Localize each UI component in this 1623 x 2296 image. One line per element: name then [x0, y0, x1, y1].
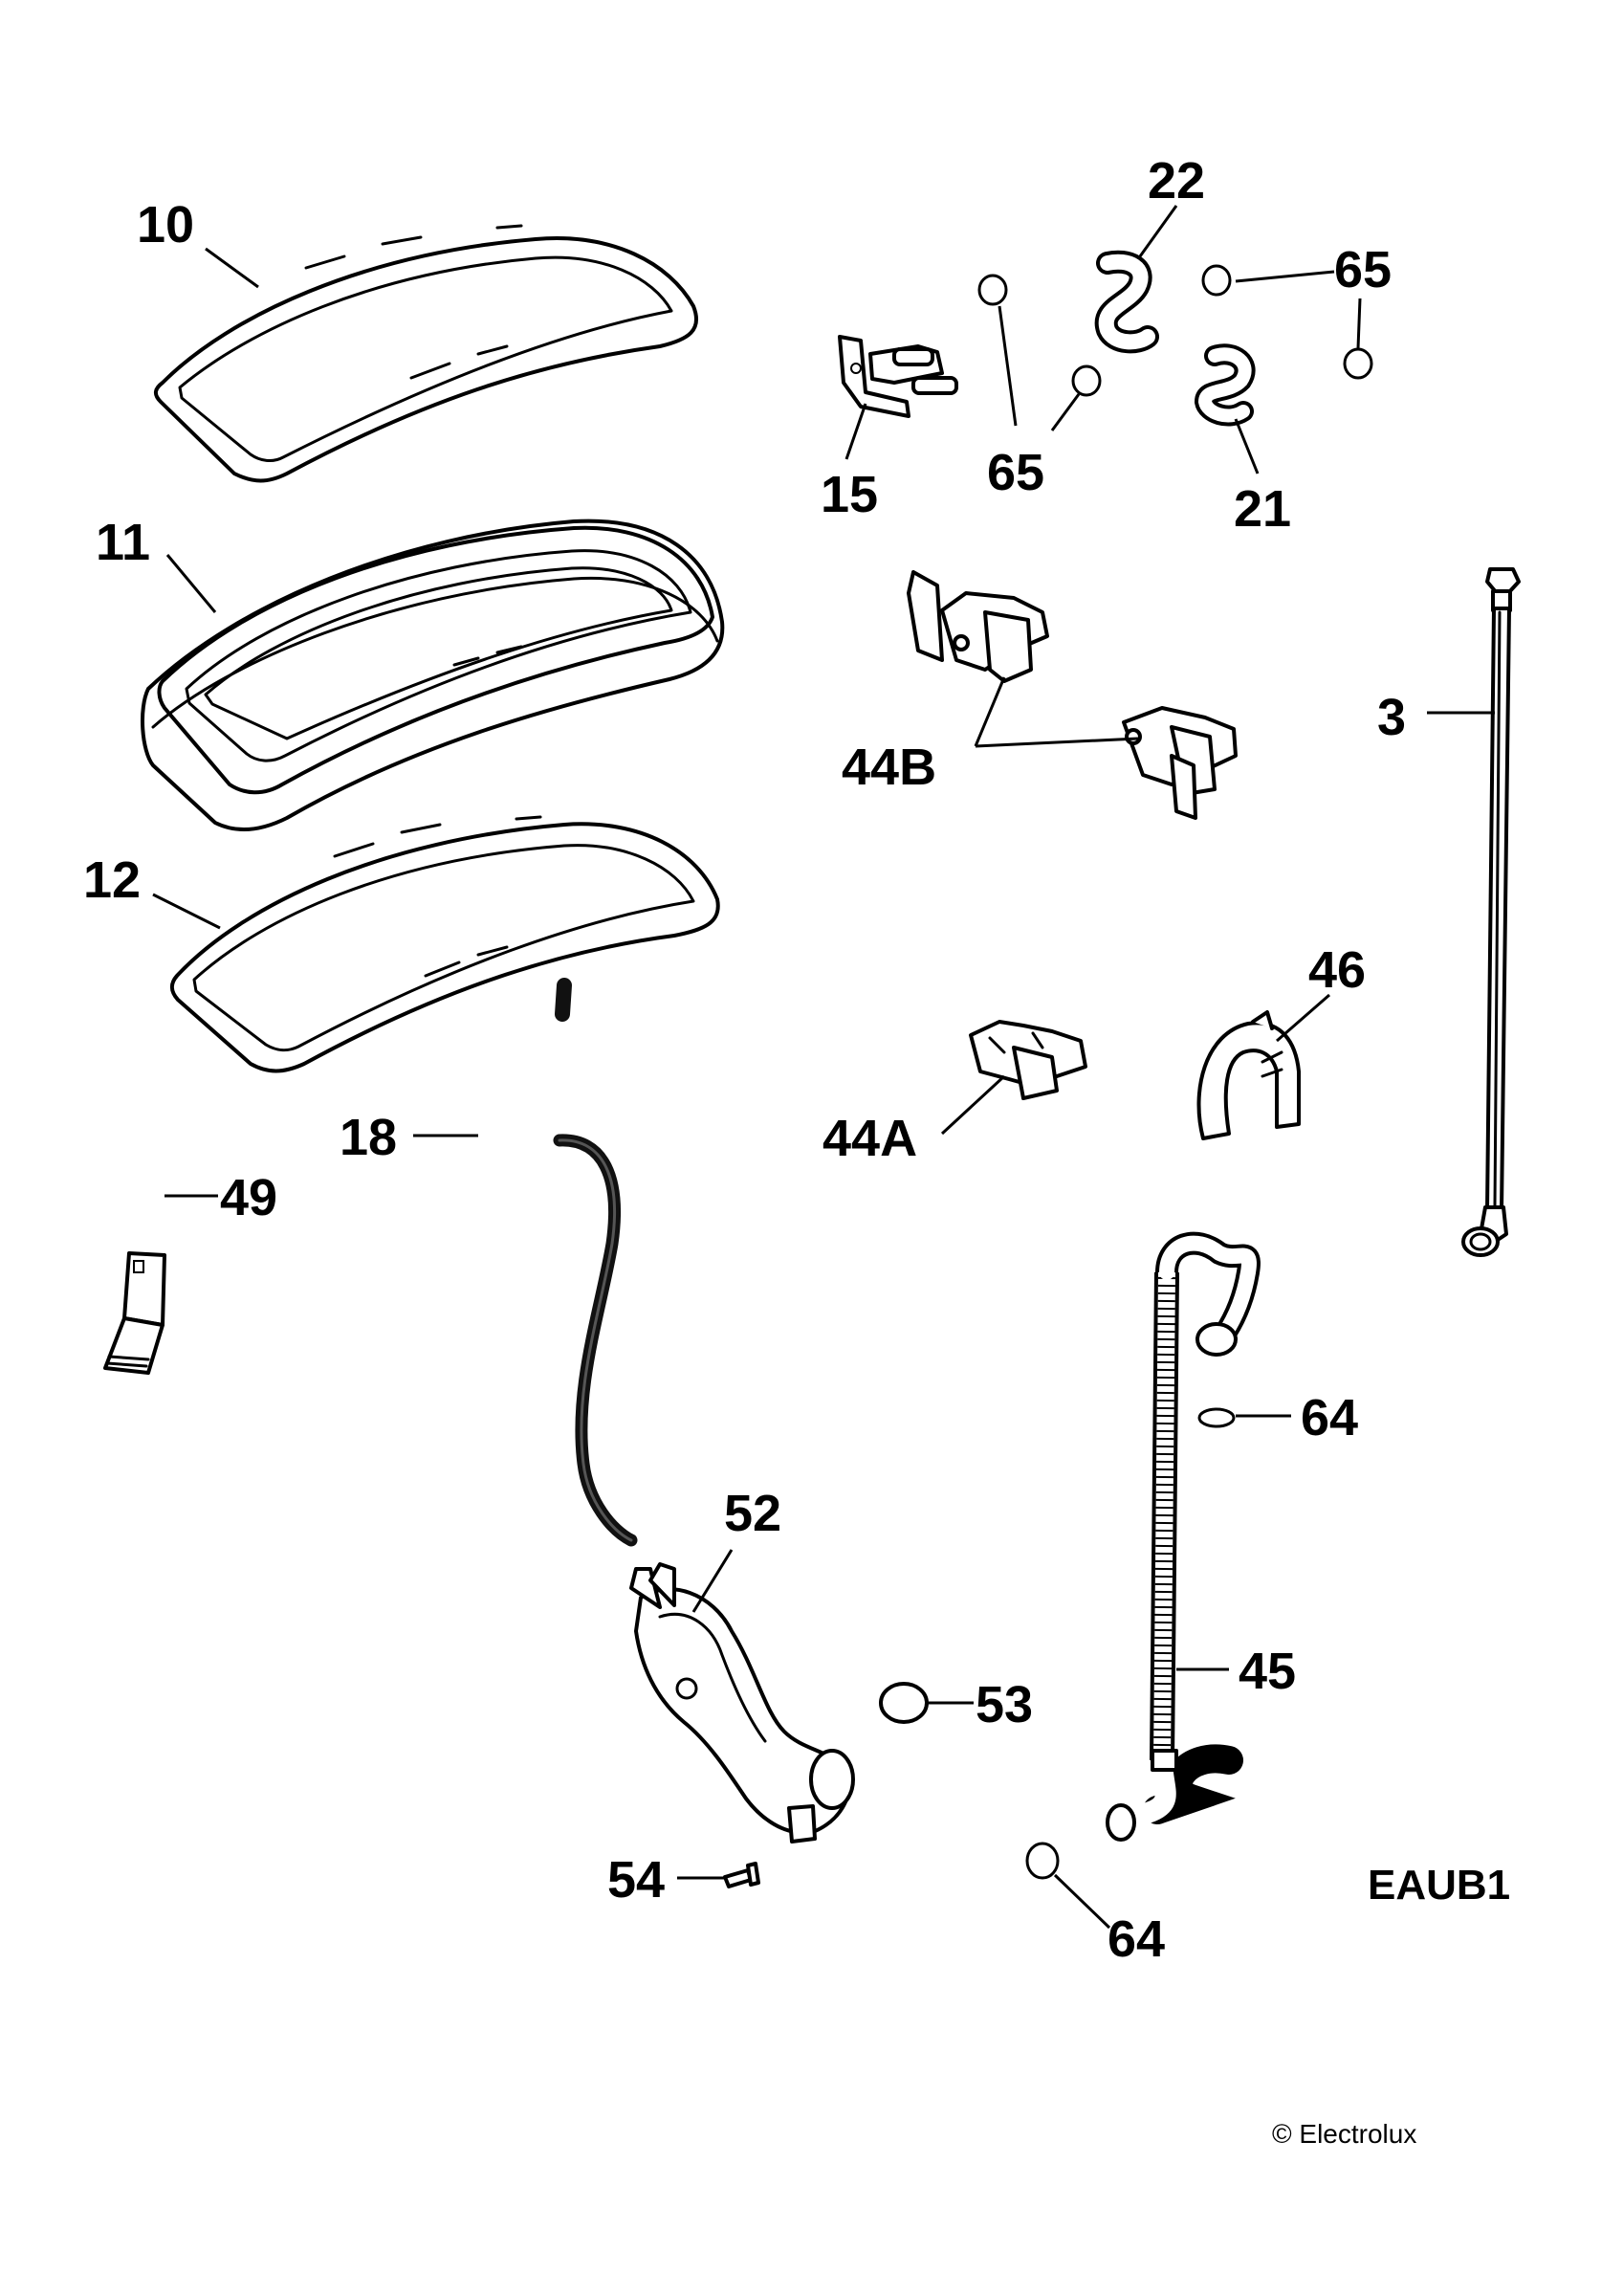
callout-44A: 44A [822, 1110, 917, 1167]
leader-44B-b [975, 737, 1139, 748]
part-11-door-frame[interactable] [140, 519, 725, 831]
part-52-filter-housing[interactable] [629, 1562, 855, 1843]
part-21-elbow-hose[interactable] [1194, 343, 1256, 427]
part-12-gasket[interactable] [169, 815, 720, 1073]
part-3-rod[interactable] [1461, 567, 1521, 1257]
part-22-elbow-hose[interactable] [1094, 250, 1159, 354]
callout-53: 53 [976, 1676, 1033, 1733]
part-15-valve[interactable] [838, 335, 958, 418]
callout-15: 15 [821, 466, 878, 523]
part-64-clamp-upper[interactable] [1197, 1407, 1236, 1428]
leader-12 [152, 893, 221, 930]
leader-44B-a [974, 676, 1006, 747]
leader-65-right-down [1356, 298, 1362, 349]
callout-3: 3 [1377, 689, 1406, 746]
diagram-code: EAUB1 [1368, 1862, 1510, 1909]
callout-65-top-right: 65 [1334, 241, 1392, 298]
leader-52 [691, 1549, 734, 1613]
callout-46: 46 [1308, 941, 1366, 999]
leader-44A [940, 1074, 1006, 1136]
callout-11: 11 [96, 514, 150, 571]
part-18-hose[interactable] [470, 978, 638, 1547]
callout-44B: 44B [842, 739, 936, 796]
callout-45: 45 [1239, 1643, 1296, 1700]
callout-10: 10 [137, 196, 194, 254]
leader-11 [165, 554, 217, 613]
leader-10 [205, 247, 259, 289]
part-10-gasket[interactable] [154, 224, 699, 483]
callout-21: 21 [1234, 480, 1291, 538]
part-64-clamp-lower[interactable] [1025, 1842, 1060, 1880]
callout-49: 49 [220, 1169, 277, 1226]
leader-15 [844, 403, 867, 460]
part-65-ring-a[interactable] [977, 274, 1008, 306]
leader-65-center-b [1050, 393, 1081, 431]
part-44A-clip[interactable] [969, 1020, 1087, 1100]
callout-52: 52 [724, 1485, 781, 1542]
leader-22 [1138, 205, 1178, 257]
part-44B-clip-lower[interactable] [1122, 706, 1238, 820]
part-46-u-clamp[interactable] [1196, 1010, 1301, 1140]
part-44B-clip-upper[interactable] [907, 570, 1049, 683]
leader-65-right [1235, 270, 1335, 283]
leader-64-lower [1053, 1873, 1111, 1930]
part-45-drain-hose[interactable] [1106, 1231, 1261, 1842]
part-65-ring-c[interactable] [1343, 347, 1373, 380]
callout-65-center: 65 [987, 444, 1044, 501]
part-54-screw[interactable] [723, 1862, 760, 1888]
part-53-o-ring[interactable] [879, 1682, 929, 1724]
part-49-filter-tab[interactable] [103, 1251, 166, 1375]
callout-12: 12 [83, 851, 141, 909]
leader-21 [1234, 418, 1260, 475]
leader-65-center [998, 305, 1018, 427]
callout-64-upper: 64 [1301, 1389, 1358, 1446]
part-65-ring-d[interactable] [1071, 364, 1102, 397]
leader-46 [1276, 993, 1330, 1043]
callout-54: 54 [607, 1851, 665, 1909]
part-65-ring-b[interactable] [1201, 264, 1232, 297]
copyright: © Electrolux [1272, 2119, 1416, 2149]
callout-64-lower: 64 [1108, 1910, 1165, 1968]
callout-18: 18 [340, 1109, 397, 1166]
callout-22: 22 [1148, 152, 1205, 210]
